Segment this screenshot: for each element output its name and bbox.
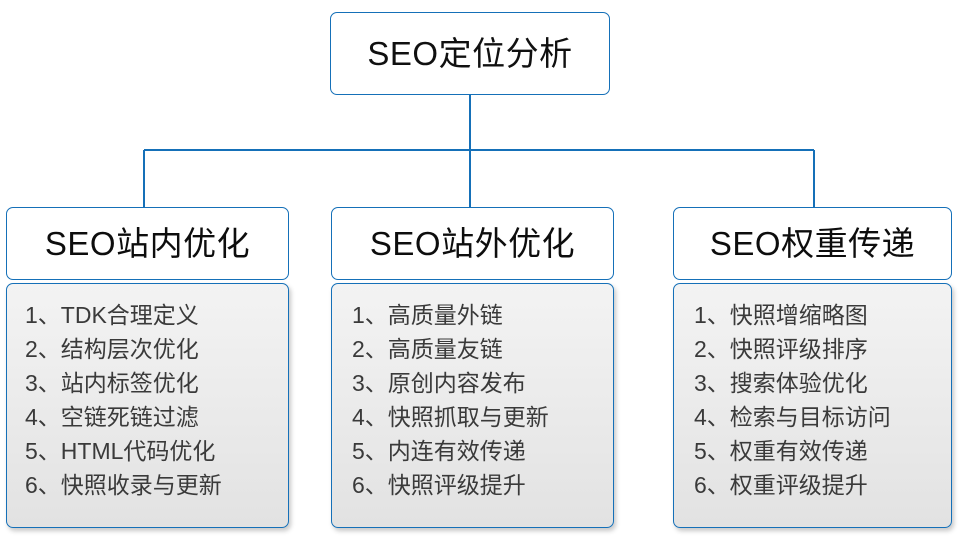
list-item-text: 搜索体验优化 xyxy=(729,370,868,396)
list-item-number: 2、 xyxy=(352,336,388,362)
list-item-number: 5、 xyxy=(25,438,61,464)
column-body-1: 1、 TDK合理定义 2、 结构层次优化 3、 站内标签优化 4、 空链死链过滤… xyxy=(6,283,289,528)
list-item[interactable]: 6、 快照收录与更新 xyxy=(7,468,288,502)
column-card-3: SEO权重传递 1、 快照增缩略图 2、 快照评级排序 3、 搜索体验优化 4、 xyxy=(673,207,952,528)
list-item[interactable]: 1、 TDK合理定义 xyxy=(7,298,288,332)
list-item-number: 5、 xyxy=(352,438,388,464)
list-item-text: 结构层次优化 xyxy=(60,336,199,362)
list-item-text: 快照收录与更新 xyxy=(60,472,222,498)
list-item-number: 4、 xyxy=(352,404,388,430)
column-header-label-3: SEO权重传递 xyxy=(709,225,916,262)
list-item[interactable]: 5、 权重有效传递 xyxy=(674,434,951,468)
list-item-text: 内连有效传递 xyxy=(387,438,526,464)
root-node[interactable]: SEO定位分析 xyxy=(330,12,610,95)
list-item-number: 4、 xyxy=(25,404,61,430)
list-item[interactable]: 3、 站内标签优化 xyxy=(7,366,288,400)
column-body-2: 1、 高质量外链 2、 高质量友链 3、 原创内容发布 4、 快照抓取与更新 5… xyxy=(331,283,614,528)
list-item-text: 高质量外链 xyxy=(387,302,503,328)
list-item-text: 原创内容发布 xyxy=(387,370,526,396)
list-item-number: 5、 xyxy=(694,438,730,464)
list-item-number: 2、 xyxy=(694,336,730,362)
list-item[interactable]: 6、 快照评级提升 xyxy=(332,468,613,502)
list-item[interactable]: 3、 搜索体验优化 xyxy=(674,366,951,400)
list-item-text: 快照评级排序 xyxy=(729,336,868,362)
list-item-number: 3、 xyxy=(352,370,388,396)
list-item-number: 6、 xyxy=(25,472,61,498)
list-item-text: 高质量友链 xyxy=(387,336,503,362)
column-body-3: 1、 快照增缩略图 2、 快照评级排序 3、 搜索体验优化 4、 检索与目标访问… xyxy=(673,283,952,528)
list-item-text: 权重评级提升 xyxy=(729,472,868,498)
column-header-2[interactable]: SEO站外优化 xyxy=(331,207,614,280)
item-list-3: 1、 快照增缩略图 2、 快照评级排序 3、 搜索体验优化 4、 检索与目标访问… xyxy=(674,298,951,502)
list-item-text: TDK合理定义 xyxy=(60,302,199,328)
list-item[interactable]: 5、 内连有效传递 xyxy=(332,434,613,468)
list-item[interactable]: 5、 HTML代码优化 xyxy=(7,434,288,468)
list-item-number: 1、 xyxy=(694,302,730,328)
column-header-3[interactable]: SEO权重传递 xyxy=(673,207,952,280)
list-item-number: 6、 xyxy=(694,472,730,498)
list-item-number: 6、 xyxy=(352,472,388,498)
list-item[interactable]: 2、 高质量友链 xyxy=(332,332,613,366)
list-item[interactable]: 2、 快照评级排序 xyxy=(674,332,951,366)
column-header-1[interactable]: SEO站内优化 xyxy=(6,207,289,280)
list-item-text: 权重有效传递 xyxy=(729,438,868,464)
item-list-2: 1、 高质量外链 2、 高质量友链 3、 原创内容发布 4、 快照抓取与更新 5… xyxy=(332,298,613,502)
list-item[interactable]: 3、 原创内容发布 xyxy=(332,366,613,400)
list-item-text: 快照抓取与更新 xyxy=(387,404,549,430)
list-item-number: 2、 xyxy=(25,336,61,362)
list-item[interactable]: 4、 快照抓取与更新 xyxy=(332,400,613,434)
list-item[interactable]: 6、 权重评级提升 xyxy=(674,468,951,502)
list-item-number: 3、 xyxy=(694,370,730,396)
column-header-label-1: SEO站内优化 xyxy=(44,225,251,262)
column-card-2: SEO站外优化 1、 高质量外链 2、 高质量友链 3、 原创内容发布 4、 快 xyxy=(331,207,614,528)
list-item[interactable]: 1、 高质量外链 xyxy=(332,298,613,332)
list-item-text: 空链死链过滤 xyxy=(60,404,199,430)
item-list-1: 1、 TDK合理定义 2、 结构层次优化 3、 站内标签优化 4、 空链死链过滤… xyxy=(7,298,288,502)
column-card-1: SEO站内优化 1、 TDK合理定义 2、 结构层次优化 3、 站内标签优化 4… xyxy=(6,207,289,528)
list-item-number: 3、 xyxy=(25,370,61,396)
list-item-text: 快照评级提升 xyxy=(387,472,526,498)
list-item[interactable]: 4、 检索与目标访问 xyxy=(674,400,951,434)
list-item-text: 检索与目标访问 xyxy=(729,404,891,430)
root-node-label: SEO定位分析 xyxy=(367,35,573,72)
list-item-text: 快照增缩略图 xyxy=(729,302,868,328)
list-item-number: 4、 xyxy=(694,404,730,430)
list-item[interactable]: 2、 结构层次优化 xyxy=(7,332,288,366)
list-item-number: 1、 xyxy=(25,302,61,328)
list-item[interactable]: 1、 快照增缩略图 xyxy=(674,298,951,332)
list-item-text: 站内标签优化 xyxy=(60,370,199,396)
list-item-number: 1、 xyxy=(352,302,388,328)
list-item[interactable]: 4、 空链死链过滤 xyxy=(7,400,288,434)
column-header-label-2: SEO站外优化 xyxy=(369,225,576,262)
list-item-text: HTML代码优化 xyxy=(60,438,216,464)
